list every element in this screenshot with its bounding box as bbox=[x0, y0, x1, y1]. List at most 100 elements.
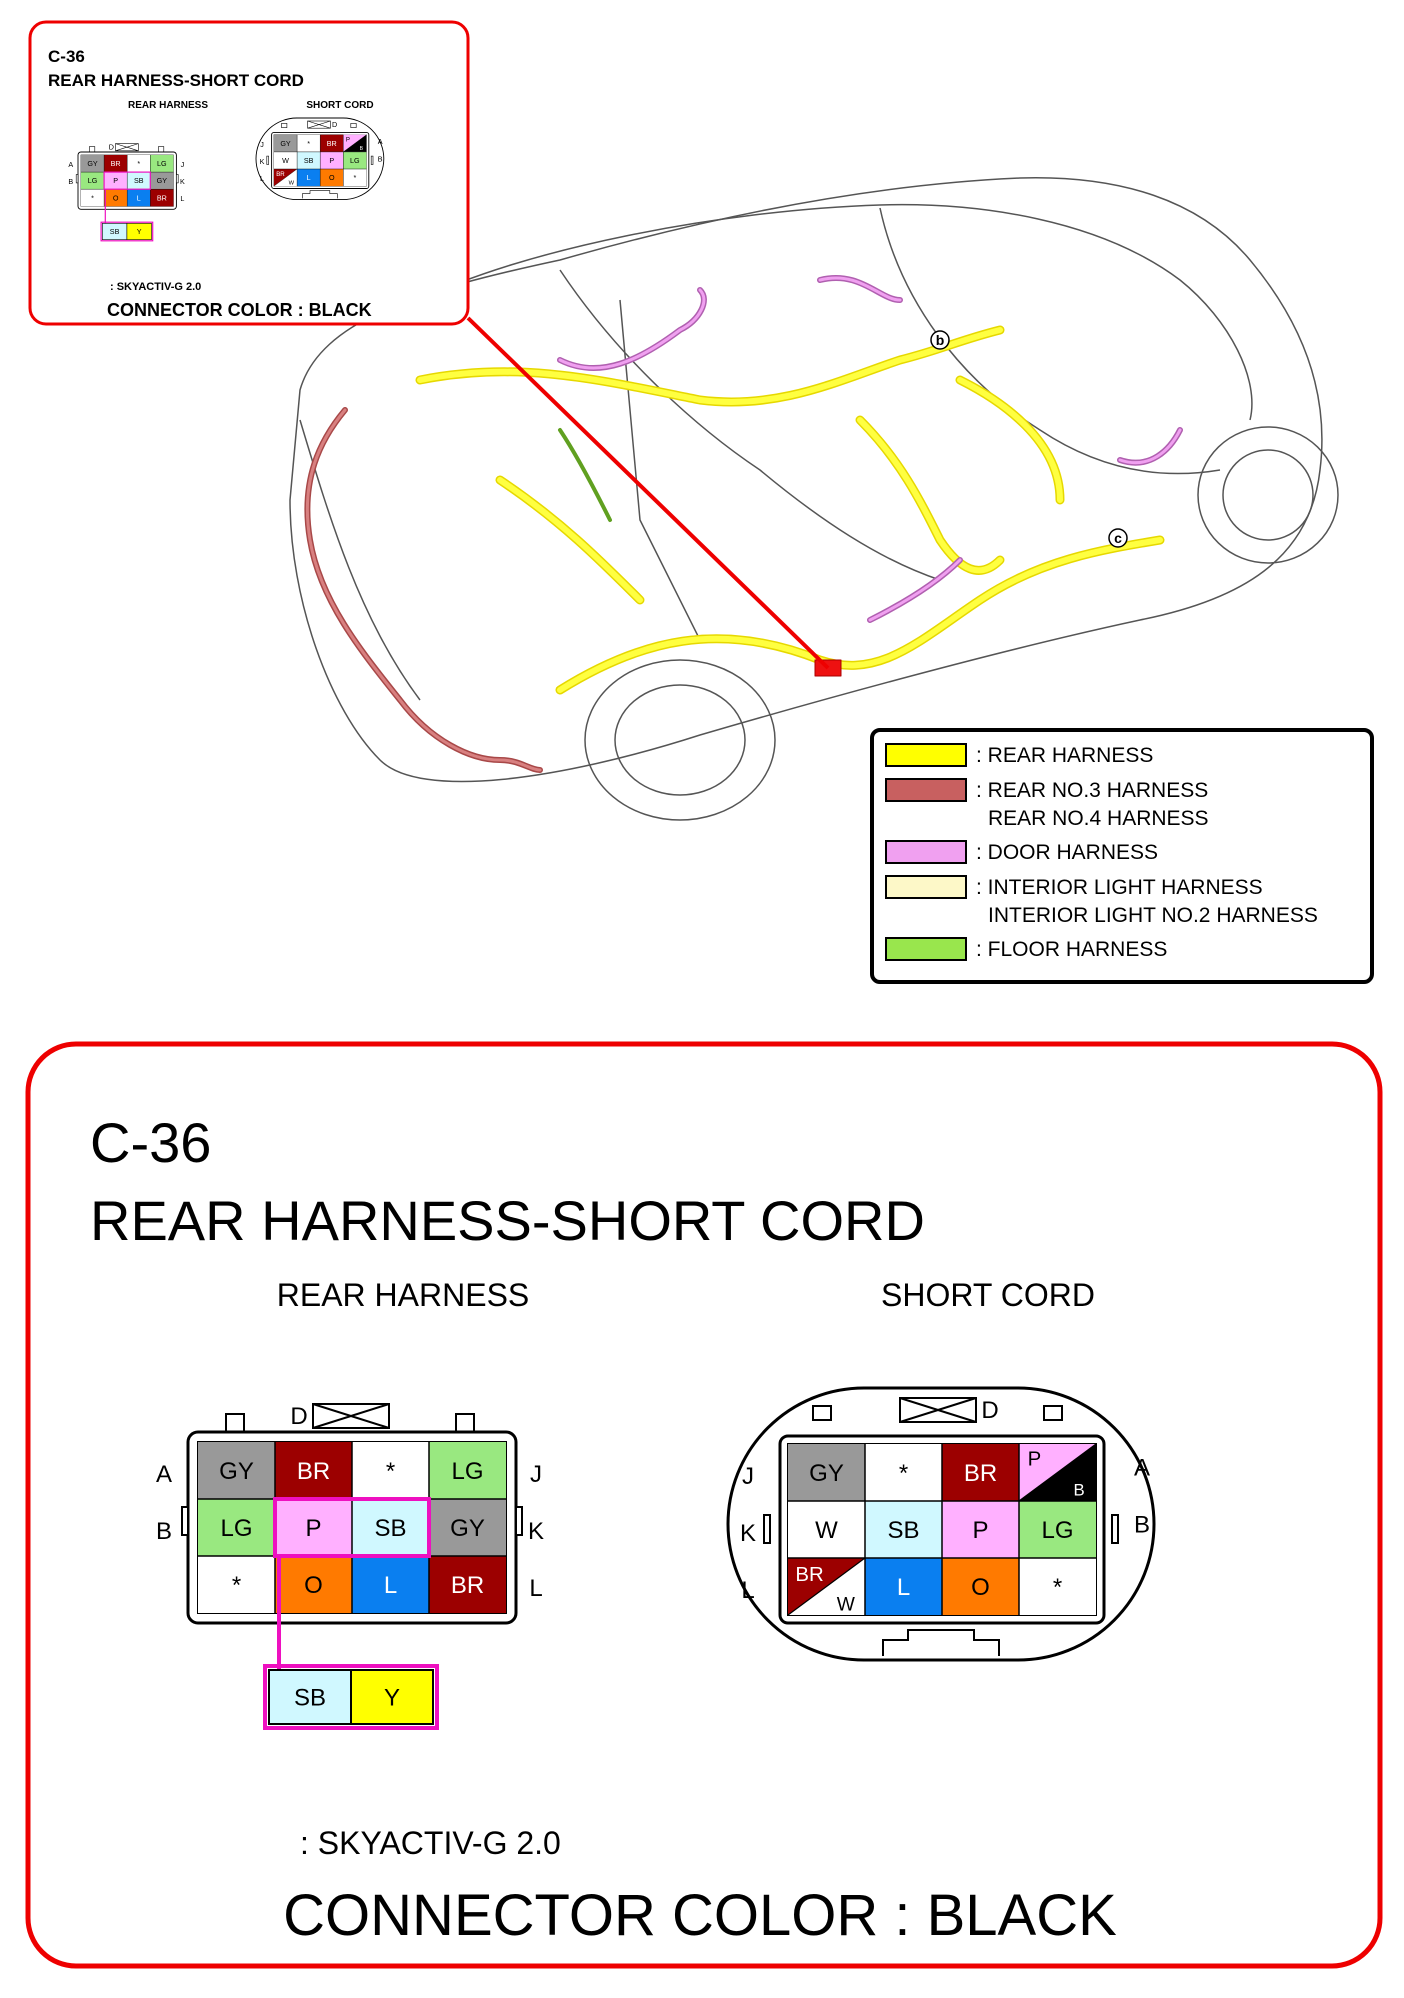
pin-label: GY bbox=[280, 139, 291, 148]
pin-cell bbox=[788, 1501, 865, 1558]
pin-label: * bbox=[386, 1458, 395, 1485]
row-label-left: A bbox=[68, 160, 73, 169]
pin-label-bottom: B bbox=[1073, 1480, 1084, 1499]
door-harness-route bbox=[557, 275, 1183, 623]
side-notch bbox=[176, 174, 179, 184]
rear-harness-label: REAR HARNESS bbox=[277, 1277, 530, 1313]
pin-label: BR bbox=[111, 159, 121, 168]
pin-cell bbox=[297, 169, 321, 187]
pin-label: BR bbox=[964, 1460, 997, 1487]
pin-label-top: P bbox=[346, 136, 350, 143]
row-label-right: L bbox=[180, 194, 184, 203]
pin-label: GY bbox=[809, 1460, 844, 1487]
pin-cell bbox=[343, 169, 367, 187]
pin-label: LG bbox=[350, 156, 360, 165]
thumb-connector-id: C-36 bbox=[48, 47, 85, 66]
row-label-left: B bbox=[156, 1518, 172, 1545]
pin-label: * bbox=[307, 139, 310, 148]
legend-swatch bbox=[885, 875, 967, 899]
legend-label: REAR NO.4 HARNESS bbox=[988, 807, 1209, 830]
pin-label: LG bbox=[451, 1458, 483, 1485]
pin-cell bbox=[352, 1442, 429, 1499]
thumb-variant-note: : SKYACTIV-G 2.0 bbox=[110, 281, 201, 293]
side-notch bbox=[266, 155, 269, 165]
connector-name: REAR HARNESS-SHORT CORD bbox=[90, 1189, 925, 1252]
pin-label: L bbox=[384, 1572, 397, 1599]
pin-label: O bbox=[329, 173, 335, 182]
pin-cell bbox=[320, 134, 344, 152]
key-cross bbox=[307, 120, 331, 129]
detail-panel: C-36 REAR HARNESS-SHORT CORD REAR HARNES… bbox=[25, 1041, 1383, 1969]
pin-label: W bbox=[815, 1517, 838, 1544]
pin-cell bbox=[429, 1556, 506, 1613]
pin-label: GY bbox=[450, 1515, 485, 1542]
variant-pin-cell bbox=[126, 223, 152, 240]
split-divider bbox=[787, 1557, 866, 1616]
pin-label: BR bbox=[327, 139, 337, 148]
variant-note: : SKYACTIV-G 2.0 bbox=[300, 1825, 561, 1861]
pin-label-top: BR bbox=[276, 171, 285, 178]
pin-cell bbox=[274, 134, 298, 152]
bottom-key bbox=[882, 1629, 1000, 1656]
key-cross bbox=[115, 143, 139, 152]
key-cross bbox=[312, 1403, 390, 1429]
pin-cell bbox=[127, 189, 151, 207]
pin-cell bbox=[297, 151, 321, 169]
variant-pin-label: Y bbox=[384, 1685, 400, 1712]
pin-cell bbox=[150, 172, 174, 190]
pin-label: SB bbox=[304, 156, 314, 165]
pin-label: BR bbox=[297, 1458, 330, 1485]
legend-label: : FLOOR HARNESS bbox=[976, 938, 1167, 961]
pin-label: LG bbox=[88, 176, 98, 185]
pin-cell bbox=[429, 1442, 506, 1499]
key-cross bbox=[899, 1397, 977, 1423]
pin-cell bbox=[788, 1444, 865, 1501]
pin-label: GY bbox=[87, 159, 98, 168]
row-label-left: K bbox=[740, 1520, 756, 1547]
pin-label: * bbox=[899, 1460, 908, 1487]
row-label-right: J bbox=[530, 1461, 542, 1488]
bottom-key bbox=[302, 190, 338, 199]
pin-label: W bbox=[282, 156, 289, 165]
pin-cell bbox=[275, 1556, 352, 1613]
pin-label: L bbox=[307, 173, 311, 182]
pin-label: SB bbox=[887, 1517, 919, 1544]
pin-cell bbox=[297, 134, 321, 152]
harness-routes bbox=[304, 275, 1183, 773]
legend-label: : REAR NO.3 HARNESS bbox=[976, 779, 1208, 802]
legend-swatch bbox=[885, 840, 967, 864]
thumb-connector-name: REAR HARNESS-SHORT CORD bbox=[48, 71, 304, 90]
row-label-right: B bbox=[378, 154, 383, 163]
side-notch bbox=[75, 174, 79, 184]
pin-label-top: P bbox=[1028, 1449, 1042, 1471]
latch-tab bbox=[1043, 1405, 1063, 1421]
variant-pin-label: SB bbox=[294, 1685, 326, 1712]
pin-cell bbox=[275, 1442, 352, 1499]
pin-cell bbox=[150, 189, 174, 207]
row-label-right: L bbox=[529, 1575, 542, 1602]
pin-cell bbox=[198, 1442, 275, 1499]
pin-cell bbox=[150, 155, 174, 173]
pin-cell bbox=[198, 1499, 275, 1556]
pin-label: * bbox=[137, 159, 140, 168]
pin-label-top: BR bbox=[795, 1564, 823, 1586]
pin-cell bbox=[275, 1499, 352, 1556]
leader-line bbox=[466, 316, 830, 670]
latch-tab bbox=[225, 1413, 245, 1433]
pin-cell bbox=[127, 155, 151, 173]
thumbnail-panel: C-36 REAR HARNESS-SHORT CORD REAR HARNES… bbox=[28, 20, 470, 326]
legend-swatch bbox=[885, 937, 967, 961]
pin-cell bbox=[127, 172, 151, 190]
latch-tab bbox=[350, 123, 357, 128]
row-label-right: J bbox=[181, 160, 185, 169]
pin-label-bottom: W bbox=[289, 181, 295, 187]
pin-label: LG bbox=[157, 159, 167, 168]
variant-box bbox=[263, 1664, 439, 1730]
key-label: D bbox=[290, 1403, 307, 1430]
pin-cell bbox=[1019, 1501, 1096, 1558]
pin-cell bbox=[942, 1501, 1019, 1558]
